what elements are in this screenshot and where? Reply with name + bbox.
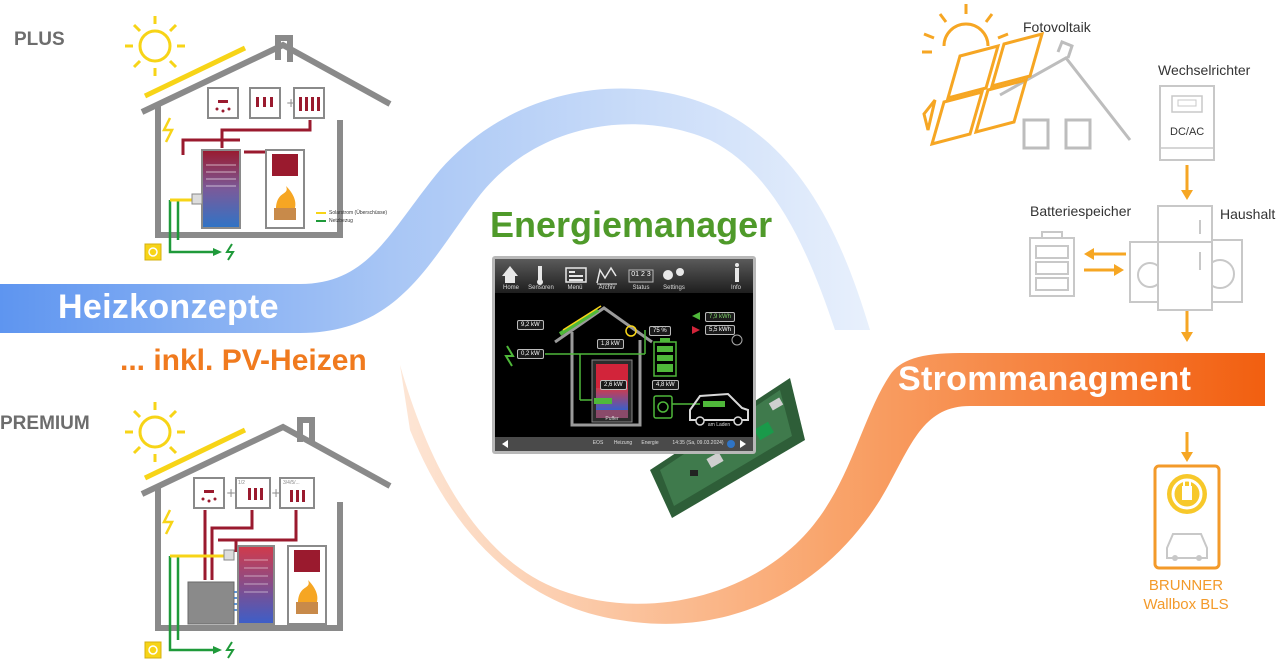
premium-meter-icon [144,641,162,659]
wechselrichter-label: Wechselrichter [1158,62,1251,78]
premium-solar-panel [143,427,247,481]
footer-energie[interactable]: Energie [641,440,659,446]
legend-netz: Netzbezug [329,218,353,224]
inverter-box [1159,85,1215,161]
premium-house [140,417,392,631]
svg-text:+: + [226,486,236,500]
nav-status[interactable]: Status [632,285,650,291]
value-pv: 9,2 kW [517,320,544,330]
value-house: 1,8 kW [597,339,624,349]
energiemanager-title: Energiemanager [490,204,773,245]
premium-control-unit [187,581,235,625]
plus-label: PLUS [14,29,65,50]
nav-home[interactable]: Home [502,285,519,291]
svg-text:+: + [286,96,296,110]
value-energy-in: 7,9 kWh [705,312,736,322]
footer-eos[interactable]: EOS [592,440,604,446]
blue-band [0,88,870,333]
value-battery-pct: 75 % [649,326,671,336]
plus-meter-icon [144,243,162,261]
value-battery-kw: 4,8 kW [652,380,679,390]
car-label: am Laden [707,422,731,428]
wallbox-brand: BRUNNER [1148,577,1224,594]
legend-solar: Solarstrom (Überschüsse) [329,210,388,216]
value-tank: 2,6 kW [600,380,627,390]
pv-sun-icon [922,4,1009,54]
plus-lightning-icon [161,117,175,143]
household-icon [1129,205,1243,311]
plus-house [140,35,392,238]
strommanagement-title: Strommanagment [898,360,1192,398]
nav-settings[interactable]: Settings [663,285,685,291]
premium-tag-b: 3/4/5/... [283,480,300,486]
wallbox-model: Wallbox BLS [1143,596,1229,613]
dcac-label: DC/AC [1170,126,1205,138]
plus-solar-panel [143,45,247,99]
plus-sun-icon [125,16,185,76]
svg-text:+: + [271,486,281,500]
orange-band [400,353,1265,624]
pv-panels [922,31,1045,147]
footer-time: 14:35 (Sa, 09.03.2024) [672,440,724,446]
haushalt-label: Haushalt [1220,206,1276,222]
touch-screen [492,256,756,454]
wallbox-label: BRUNNER Wallbox BLS [1128,576,1244,614]
nav-info[interactable]: Info [730,285,741,291]
footer-heizung[interactable]: Heizung [613,440,633,446]
premium-label: PREMIUM [0,413,90,434]
nav-sensoren[interactable]: Sensoren [528,285,554,291]
premium-sun-icon [125,402,185,462]
nav-menu[interactable]: Menü [567,285,583,291]
premium-buffer-tank [237,545,275,625]
premium-lightning-icon [161,509,175,535]
wallbox-icon [1153,464,1221,570]
value-grid: 0,2 kW [517,349,544,359]
nav-archiv[interactable]: Archiv [598,285,616,291]
heizkonzepte-title: Heizkonzepte [58,288,279,326]
value-energy-out: 5,5 kWh [705,325,736,335]
pv-roof [999,40,1132,150]
status-digits: 01 2 3 [631,271,651,278]
pv-heizen-subtitle: ... inkl. PV-Heizen [120,344,367,377]
premium-tag-a: 1/2 [238,480,245,486]
battery-storage-icon [1029,231,1075,297]
fotovoltaik-label: Fotovoltaik [1023,19,1091,35]
batteriespeicher-label: Batteriespeicher [1030,203,1132,219]
tank-label: Puffer [605,416,619,422]
plus-buffer-tank [201,149,241,229]
